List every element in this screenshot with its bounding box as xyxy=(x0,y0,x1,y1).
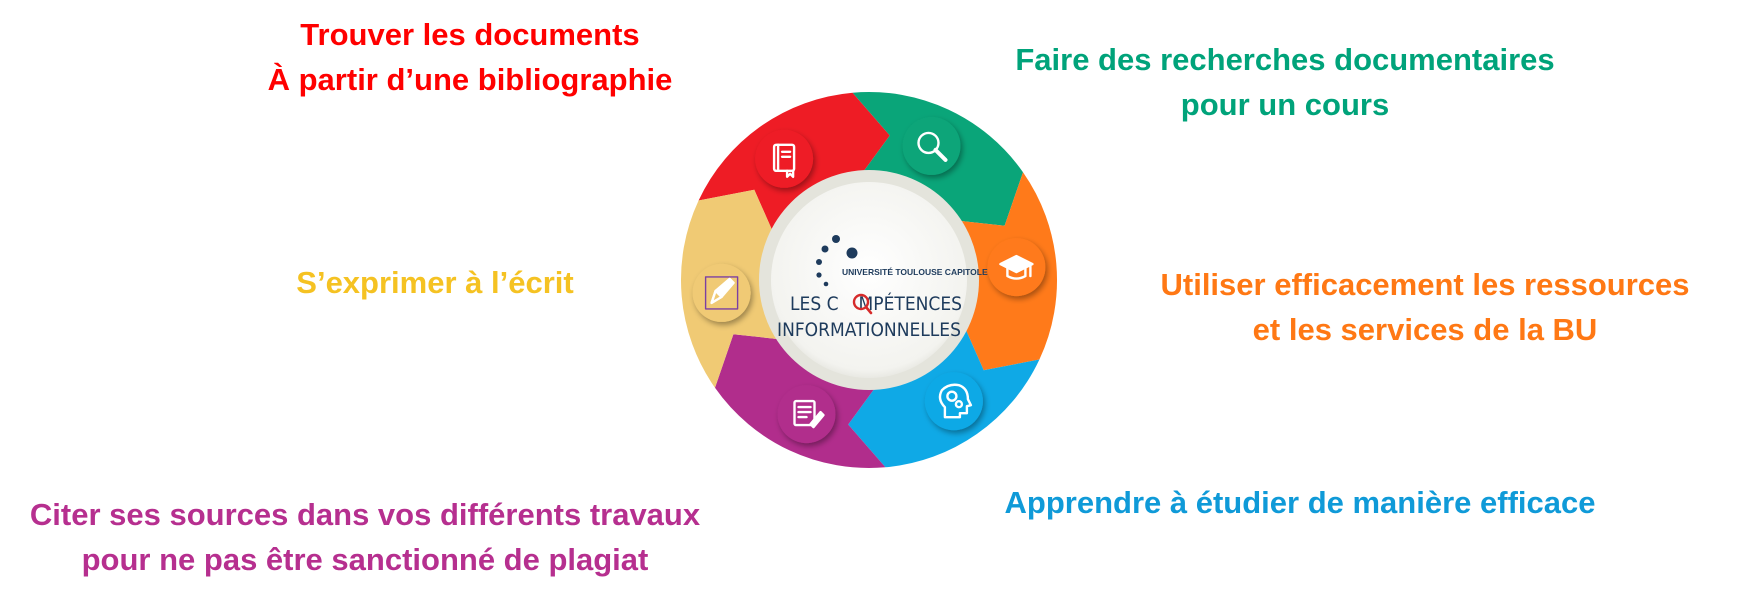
center-hub xyxy=(771,182,967,378)
label-study: Apprendre à étudier de manière efficace xyxy=(960,480,1640,525)
label-cite-line2: pour ne pas être sanctionné de plagiat xyxy=(81,542,649,577)
label-write-line1: S’exprimer à l’écrit xyxy=(296,265,574,300)
label-research-line2: pour un cours xyxy=(1180,87,1390,122)
label-research: Faire des recherches documentaires pour … xyxy=(1000,37,1570,127)
graduation-cap-icon xyxy=(987,238,1046,297)
document-edit-icon xyxy=(777,385,836,444)
university-logo-dots xyxy=(816,235,858,287)
head-gears-icon xyxy=(924,372,983,431)
label-cite-line1: Citer ses sources dans vos différents tr… xyxy=(29,497,701,532)
search-icon xyxy=(902,116,961,175)
label-find-documents: Trouver les documents À partir d’une bib… xyxy=(255,12,685,102)
label-cite: Citer ses sources dans vos différents tr… xyxy=(10,492,720,582)
label-resources-line2: et les services de la BU xyxy=(1252,312,1598,347)
label-research-line1: Faire des recherches documentaires xyxy=(1015,42,1555,77)
label-resources-line1: Utiliser efficacement les ressources xyxy=(1160,267,1690,302)
label-find-documents-line1: Trouver les documents xyxy=(300,17,640,52)
label-write: S’exprimer à l’écrit xyxy=(270,260,600,305)
pencil-icon xyxy=(692,263,751,322)
center-title-line2: INFORMATIONNELLES xyxy=(777,319,961,341)
label-resources: Utiliser efficacement les ressources et … xyxy=(1130,262,1720,352)
label-study-line1: Apprendre à étudier de manière efficace xyxy=(1004,485,1596,520)
university-name: UNIVERSITÉ TOULOUSE CAPITOLE xyxy=(842,267,988,277)
wheel-icons xyxy=(692,116,1046,444)
label-find-documents-line2: À partir d’une bibliographie xyxy=(267,62,673,97)
magnifier-o-icon xyxy=(852,293,873,315)
book-icon xyxy=(755,129,814,188)
